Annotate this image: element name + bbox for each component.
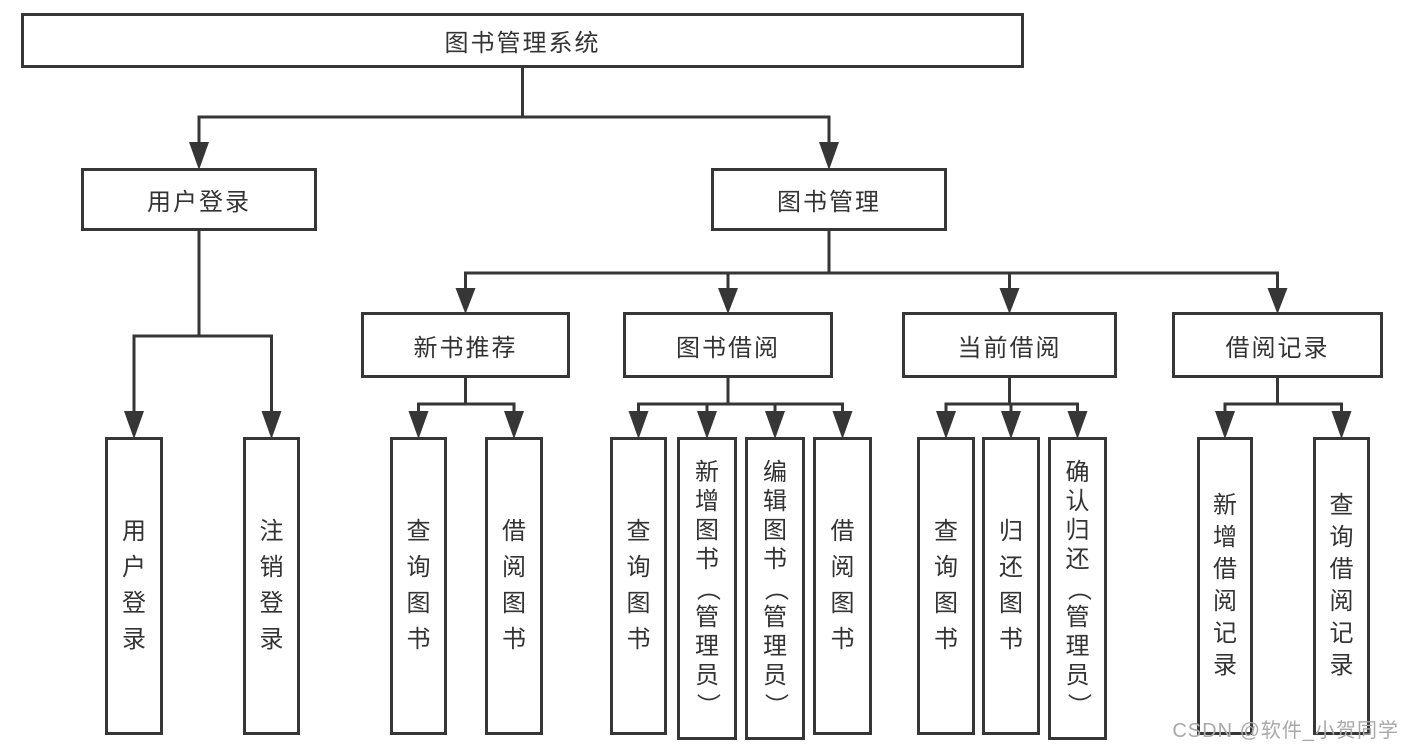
leaf-label: 用户登录 (122, 518, 146, 653)
leaf-borrow-books-recommend: 借阅图书 (485, 437, 543, 735)
leaf-label: 借阅图书 (502, 518, 526, 653)
arrowhead (1267, 288, 1288, 314)
arrowhead (999, 288, 1020, 314)
arrowhead (189, 142, 209, 170)
leaf-edit-books-admin: 编辑图书（管理员） (745, 437, 805, 740)
arrowhead (1215, 411, 1235, 439)
arrowhead (936, 411, 956, 439)
arrowhead (408, 411, 429, 439)
node-book-management: 图书管理 (711, 168, 947, 231)
leaf-label: 归还图书 (999, 518, 1023, 653)
node-label: 图书借阅 (676, 334, 780, 362)
leaf-user-login: 用户登录 (105, 437, 163, 735)
arrowhead (697, 411, 717, 439)
leaf-return-books: 归还图书 (982, 437, 1040, 735)
arrowhead (455, 288, 476, 314)
node-label: 借阅记录 (1225, 334, 1330, 362)
node-label: 图书管理 (777, 189, 881, 216)
node-user-login: 用户登录 (81, 168, 317, 231)
node-library-management-system: 图书管理系统 (21, 13, 1024, 68)
leaf-borrow-books-borrowing: 借阅图书 (813, 437, 872, 735)
leaf-label: 查询图书 (626, 518, 651, 653)
arrowhead (124, 411, 144, 439)
node-label: 用户登录 (147, 189, 251, 216)
leaf-label: 新增图书（管理员） (694, 458, 721, 717)
arrowhead (832, 411, 853, 439)
leaf-confirm-return-admin: 确认归还（管理员） (1048, 437, 1107, 740)
arrowhead (765, 411, 785, 439)
leaf-logout: 注销登录 (243, 437, 300, 735)
arrowhead (628, 411, 649, 439)
leaf-label: 查询借阅记录 (1329, 492, 1354, 679)
node-label: 当前借阅 (957, 334, 1062, 362)
leaf-query-borrow-record: 查询借阅记录 (1313, 437, 1370, 735)
node-label: 新书推荐 (413, 334, 518, 362)
leaf-add-books-admin: 新增图书（管理员） (677, 437, 737, 740)
arrowhead (1001, 411, 1021, 439)
arrowhead (819, 142, 839, 170)
arrowhead (504, 411, 524, 439)
leaf-label: 查询图书 (406, 518, 431, 653)
leaf-query-books-borrowing: 查询图书 (610, 437, 667, 735)
arrowhead (1067, 411, 1088, 439)
arrowhead (718, 288, 738, 314)
leaf-label: 查询图书 (934, 518, 958, 653)
leaf-label: 确认归还（管理员） (1064, 458, 1092, 717)
leaf-query-books-recommend: 查询图书 (390, 437, 447, 735)
leaf-label: 注销登录 (259, 518, 284, 653)
leaf-add-borrow-record: 新增借阅记录 (1197, 437, 1253, 735)
node-new-book-recommendation: 新书推荐 (361, 312, 570, 378)
arrowhead (1331, 411, 1352, 439)
leaf-label: 新增借阅记录 (1213, 492, 1237, 679)
leaf-label: 借阅图书 (830, 518, 855, 653)
node-book-borrowing: 图书借阅 (623, 312, 833, 378)
node-borrowing-records: 借阅记录 (1172, 312, 1383, 378)
node-current-borrowing: 当前借阅 (902, 312, 1117, 378)
leaf-query-books-current: 查询图书 (917, 437, 975, 735)
leaf-label: 编辑图书（管理员） (762, 458, 789, 717)
arrowhead (261, 411, 282, 439)
node-label: 图书管理系统 (444, 30, 601, 57)
